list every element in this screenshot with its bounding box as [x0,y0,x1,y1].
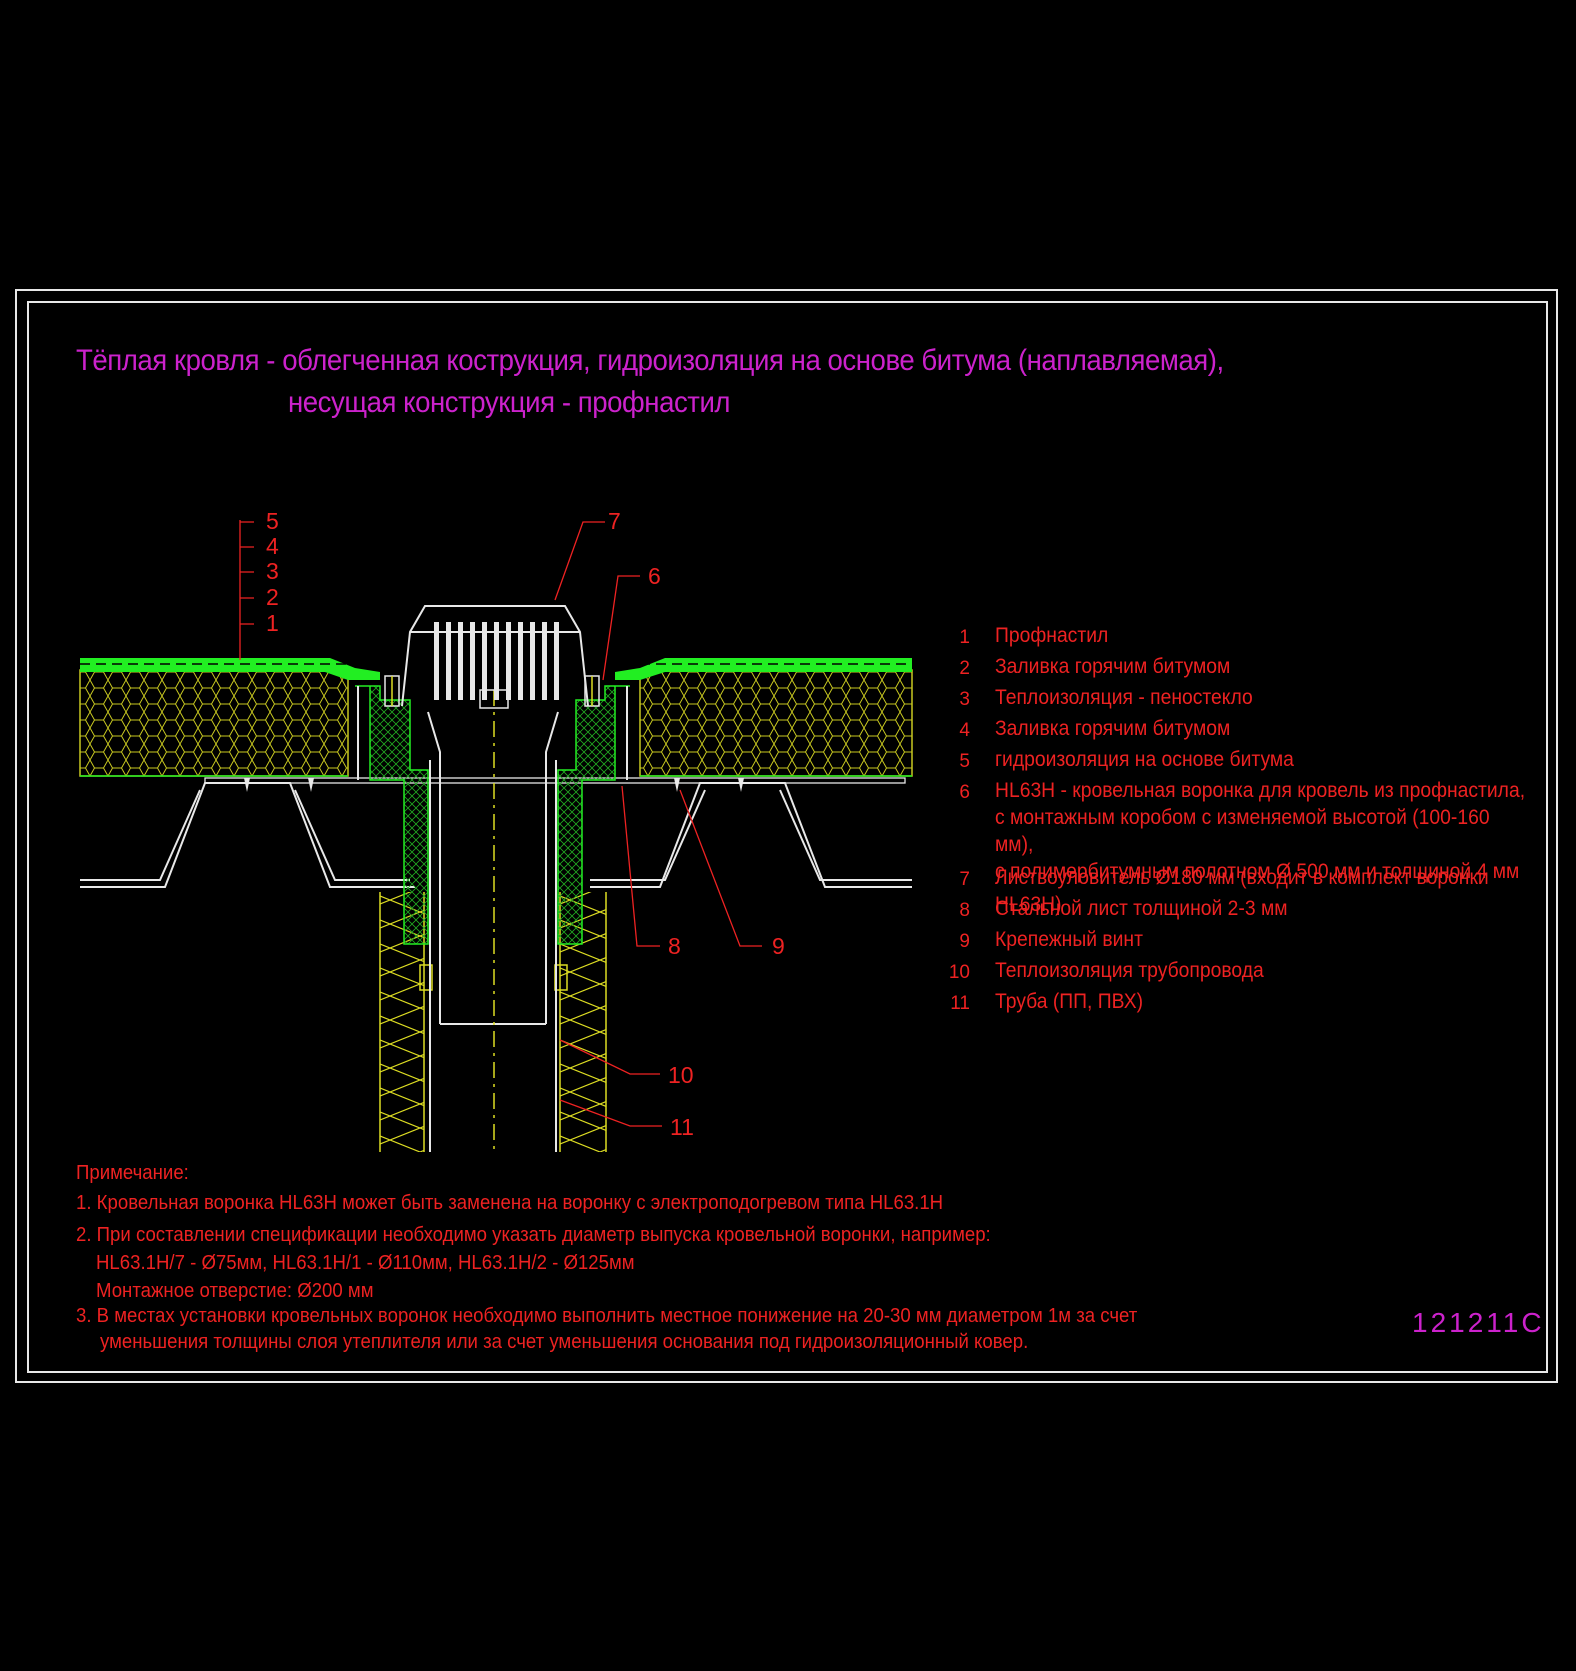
legend-num: 8 [959,900,970,921]
legend-text: Листвоуловитель Ø180 мм (входит в компле… [995,866,1489,916]
title-line-2: несущая конструкция - профнастил [288,386,731,419]
layer-label-4: 4 [266,533,279,559]
legend-text: Стальной лист толщиной 2-3 мм [995,897,1288,920]
layer-label-2: 2 [266,584,279,610]
callout-7: 7 [608,508,621,534]
note-2-examples: HL63.1H/7 - Ø75мм, HL63.1H/1 - Ø110мм, H… [96,1252,635,1274]
legend-num: 11 [950,993,970,1014]
drawing-code: 121211C [1412,1307,1545,1338]
drawing-frame-inner [27,301,1548,1373]
note-2: 2. При составлении спецификации необходи… [76,1224,991,1246]
legend-text: Теплоизоляция трубопровода [995,959,1264,982]
legend-text: Труба (ПП, ПВХ) [995,990,1144,1013]
legend-num: 6 [959,782,970,803]
legend-text: Заливка горячим битумом [995,655,1231,678]
legend-num: 2 [959,658,970,679]
callout-9: 9 [772,933,785,959]
callout-11: 11 [670,1114,694,1140]
title-line-1: Тёплая кровля - облегченная кострукция, … [76,344,1224,377]
leader-lines [239,520,762,1127]
legend-text: Профнастил [995,624,1109,647]
legend-text: гидроизоляция на основе битума [995,748,1294,771]
legend-num: 1 [959,627,970,648]
callout-6: 6 [648,563,661,589]
note-1: 1. Кровельная воронка HL63H может быть з… [76,1192,944,1214]
note-3: 3. В местах установки кровельных воронок… [76,1305,1138,1327]
legend-num: 9 [959,931,970,952]
layer-label-1: 1 [266,610,279,636]
legend-num: 7 [959,869,970,890]
legend-text: Заливка горячим битумом [995,717,1231,740]
notes-heading: Примечание: [76,1162,189,1184]
legend-text: Теплоизоляция - пеностекло [995,686,1253,709]
legend-num: 4 [959,720,970,741]
note-2-opening: Монтажное отверстие: Ø200 мм [96,1280,374,1302]
callout-10: 10 [668,1062,694,1088]
legend-num: 3 [959,689,970,710]
foam-glass-insulation [79,669,913,777]
legend-text: HL63H - кровельная воронка для кровель и… [995,779,1526,883]
legend-num: 10 [948,962,970,983]
pipe [429,690,557,1152]
leaf-guard [401,605,589,709]
layer-label-3: 3 [266,558,279,584]
drawing-frame-outer [15,289,1558,1383]
profiled-deck [80,782,912,888]
legend-num: 5 [959,751,970,772]
legend-text: Крепежный винт [995,928,1143,951]
drain-body [355,675,630,1025]
steel-sheet [80,775,912,784]
fastening-screws [244,778,744,792]
note-3-continued: уменьшения толщины слоя утеплителя или з… [100,1331,1029,1353]
callout-8: 8 [668,933,681,959]
layer-label-5: 5 [266,508,279,534]
